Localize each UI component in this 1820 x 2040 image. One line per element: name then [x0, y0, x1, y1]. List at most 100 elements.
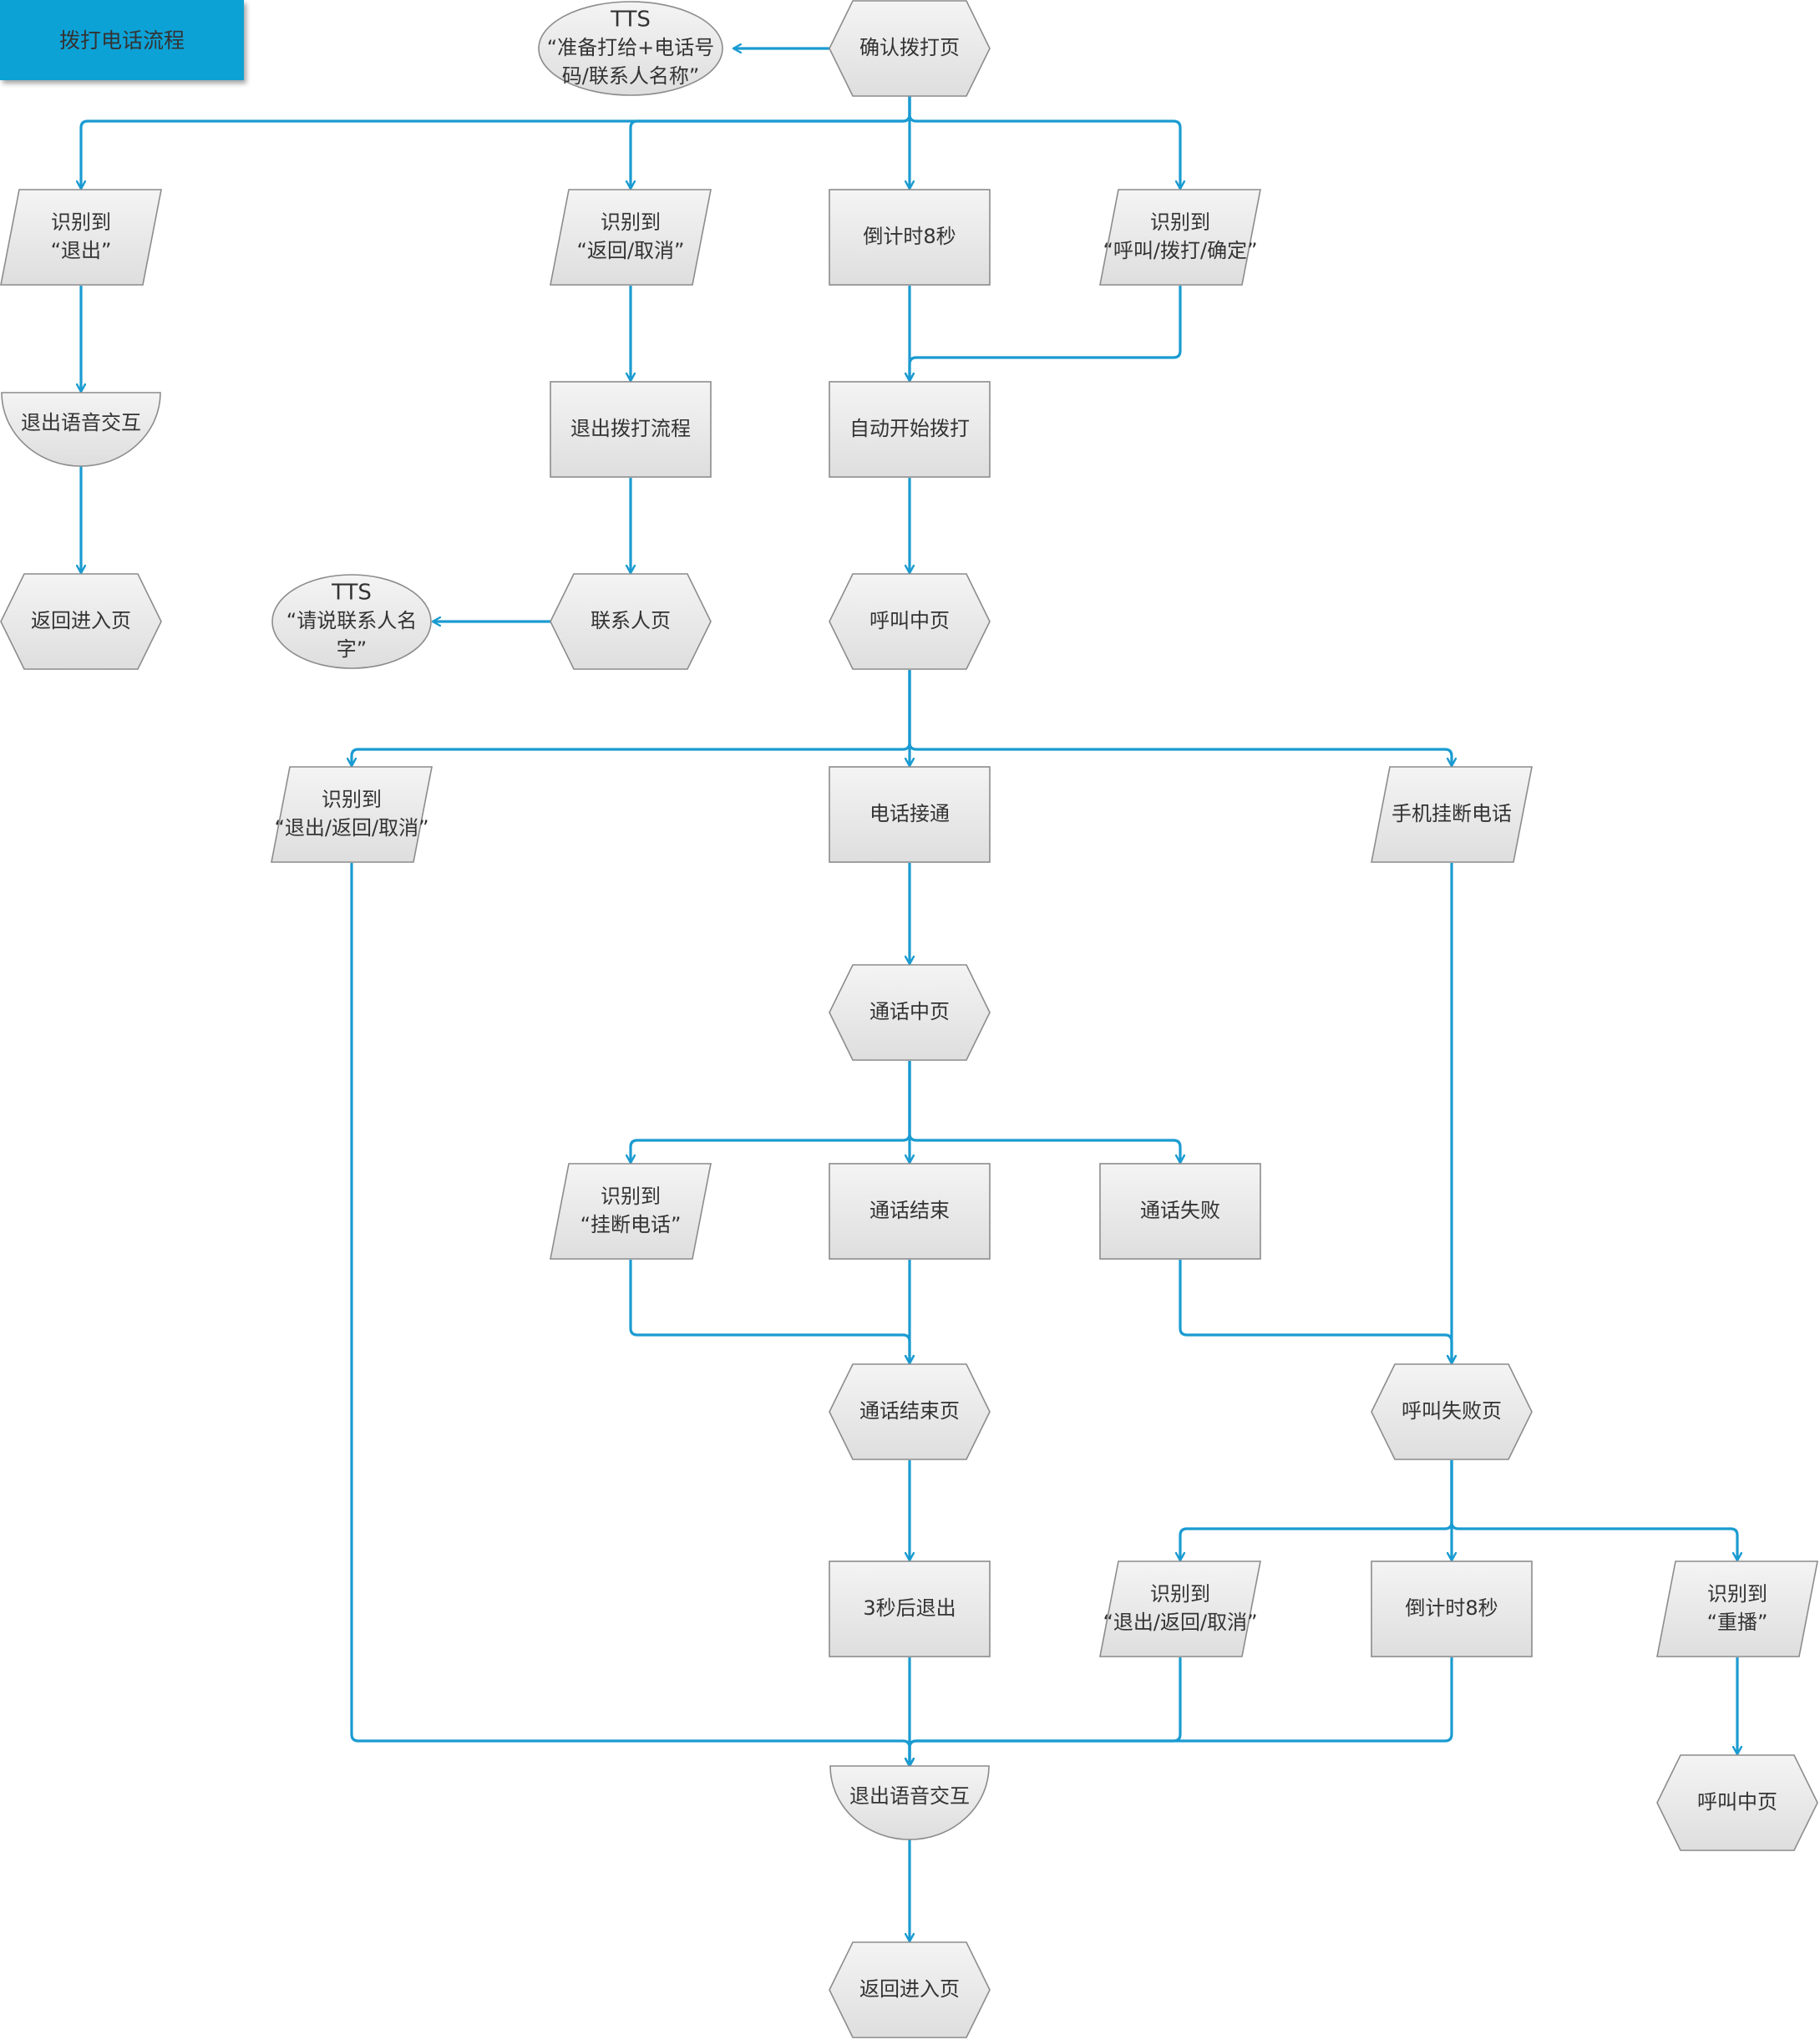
connector-calling1-to-rec_exit_back_cancel1	[352, 670, 911, 766]
parallelogram-shape	[271, 766, 433, 863]
node-phone-hangup: 手机挂断电话	[1371, 766, 1533, 863]
node-label-line: 识别到	[601, 211, 661, 234]
node-rec-back-cancel: 识别到 “返回/取消”	[550, 189, 712, 286]
node-label-line: 联系人页	[591, 609, 671, 632]
node-exit-voice2: 退出语音交互	[829, 1765, 990, 1840]
connector-call_fail_page-to-rec_exit_back_cancel2	[1180, 1460, 1453, 1560]
connector-rec_exit_back_cancel2-to-exit_voice2	[910, 1657, 1182, 1766]
hexagon-shape	[1656, 1754, 1818, 1851]
node-label-line: “呼叫/拨打/确定”	[1103, 239, 1257, 262]
node-rec-redial: 识别到 “重播”	[1656, 1560, 1818, 1657]
connector-countdown2-to-exit_voice2	[910, 1657, 1453, 1766]
node-contacts: 联系人页	[550, 573, 712, 670]
half-circle-shape	[829, 1765, 990, 1840]
node-rec-exit-back-cancel2: 识别到 “退出/返回/取消”	[1099, 1560, 1261, 1657]
parallelogram-shape	[1099, 1560, 1261, 1657]
node-label-line: 手机挂断电话	[1392, 802, 1512, 825]
title-background	[0, 0, 244, 80]
connector-calling1-to-phone_hangup	[908, 670, 1452, 766]
connector-confirm-to-rec_call	[908, 96, 1180, 189]
node-label-line: 返回进入页	[31, 609, 131, 632]
rectangle-shape	[550, 381, 712, 478]
node-rec-exit: 识别到 “退出”	[0, 189, 162, 286]
parallelogram-shape	[550, 1163, 712, 1260]
node-label-line: 码/联系人名称”	[562, 64, 700, 88]
node-exit-voice1: 退出语音交互	[1, 392, 161, 467]
node-label-line: 倒计时8秒	[1405, 1596, 1498, 1620]
node-label-line: TTS	[331, 581, 372, 606]
connector-confirm-to-rec_exit	[81, 96, 911, 189]
node-label-line: “请说联系人名	[286, 609, 417, 632]
node-in-call: 通话中页	[829, 964, 991, 1061]
node-rec-hangup: 识别到 “挂断电话”	[550, 1163, 712, 1260]
node-label-line: 识别到	[601, 1185, 661, 1208]
node-call-end: 通话结束	[829, 1163, 991, 1260]
node-label-line: 呼叫失败页	[1402, 1399, 1502, 1423]
rectangle-shape	[829, 1560, 991, 1657]
node-call-end-page: 通话结束页	[829, 1363, 991, 1460]
node-label-line: 呼叫中页	[1697, 1790, 1777, 1814]
node-call-fail-page: 呼叫失败页	[1371, 1363, 1533, 1460]
node-label-line: 自动开始拨打	[849, 417, 970, 440]
node-calling1: 呼叫中页	[829, 573, 991, 670]
node-label-line: “准备打给+电话号	[547, 36, 715, 59]
hexagon-shape	[829, 573, 991, 670]
ellipse-shape	[271, 574, 432, 669]
rectangle-shape	[1371, 1560, 1533, 1657]
node-connected: 电话接通	[829, 766, 991, 863]
node-auto-dial: 自动开始拨打	[829, 381, 991, 478]
node-return1: 返回进入页	[0, 573, 162, 670]
half-circle-shape	[1, 392, 161, 467]
rectangle-shape	[829, 1163, 991, 1260]
node-label-line: TTS	[610, 8, 651, 33]
connector-in_call-to-rec_hangup	[631, 1061, 911, 1163]
rectangle-shape	[1099, 1163, 1261, 1260]
node-label-line: 退出语音交互	[849, 1784, 970, 1808]
node-label-line: 识别到	[1150, 211, 1210, 234]
node-label-line: “挂断电话”	[580, 1213, 682, 1236]
rectangle-shape	[829, 766, 991, 863]
hexagon-shape	[829, 964, 991, 1061]
node-label-line: 识别到	[51, 211, 111, 234]
parallelogram-shape	[1656, 1560, 1818, 1657]
node-rec-exit-back-cancel1: 识别到“退出/返回/取消”	[271, 766, 433, 863]
node-rec-call: 识别到 “呼叫/拨打/确定”	[1099, 189, 1261, 286]
node-label-line: “退出”	[51, 239, 112, 262]
node-calling2: 呼叫中页	[1656, 1754, 1818, 1851]
node-label-line: “重播”	[1707, 1611, 1768, 1634]
node-label-line: 通话结束页	[859, 1399, 960, 1423]
node-label-line: 退出拨打流程	[570, 417, 691, 440]
node-label-line: 倒计时8秒	[863, 225, 956, 248]
connector-call_fail_page-to-rec_redial	[1450, 1460, 1737, 1560]
node-label-line: 字”	[337, 637, 367, 661]
node-label-line: 通话中页	[869, 1000, 950, 1023]
connector-in_call-to-call_fail	[908, 1061, 1180, 1163]
node-return2: 返回进入页	[829, 1941, 991, 2038]
node-label-line: 确认拨打页	[859, 36, 960, 59]
title-tag: 拨打电话流程	[0, 0, 244, 80]
node-label-line: 退出语音交互	[21, 411, 141, 434]
node-countdown2: 倒计时8秒	[1371, 1560, 1533, 1657]
hexagon-shape	[829, 1941, 991, 2038]
node-exit-dial: 退出拨打流程	[550, 381, 712, 478]
connector-call_fail-to-call_fail_page	[1179, 1260, 1452, 1363]
node-label-line: “返回/取消”	[577, 239, 685, 262]
node-call-fail: 通话失败	[1099, 1163, 1261, 1260]
node-label-line: 电话接通	[869, 802, 950, 825]
connector-confirm-to-rec_back_cancel	[631, 96, 911, 189]
rectangle-shape	[829, 381, 991, 478]
node-label-line: 识别到	[1150, 1582, 1210, 1606]
node-label-line: “退出/返回/取消”	[274, 816, 428, 840]
connector-rec_call-to-auto_dial	[910, 286, 1182, 381]
node-label-line: “退出/返回/取消”	[1103, 1611, 1257, 1634]
node-label-line: 呼叫中页	[869, 609, 950, 632]
node-label-line: 通话失败	[1140, 1199, 1220, 1222]
node-label-line: 识别到	[1707, 1582, 1767, 1606]
parallelogram-shape	[1371, 766, 1533, 863]
hexagon-shape	[829, 1363, 991, 1460]
rectangle-shape	[829, 189, 991, 286]
